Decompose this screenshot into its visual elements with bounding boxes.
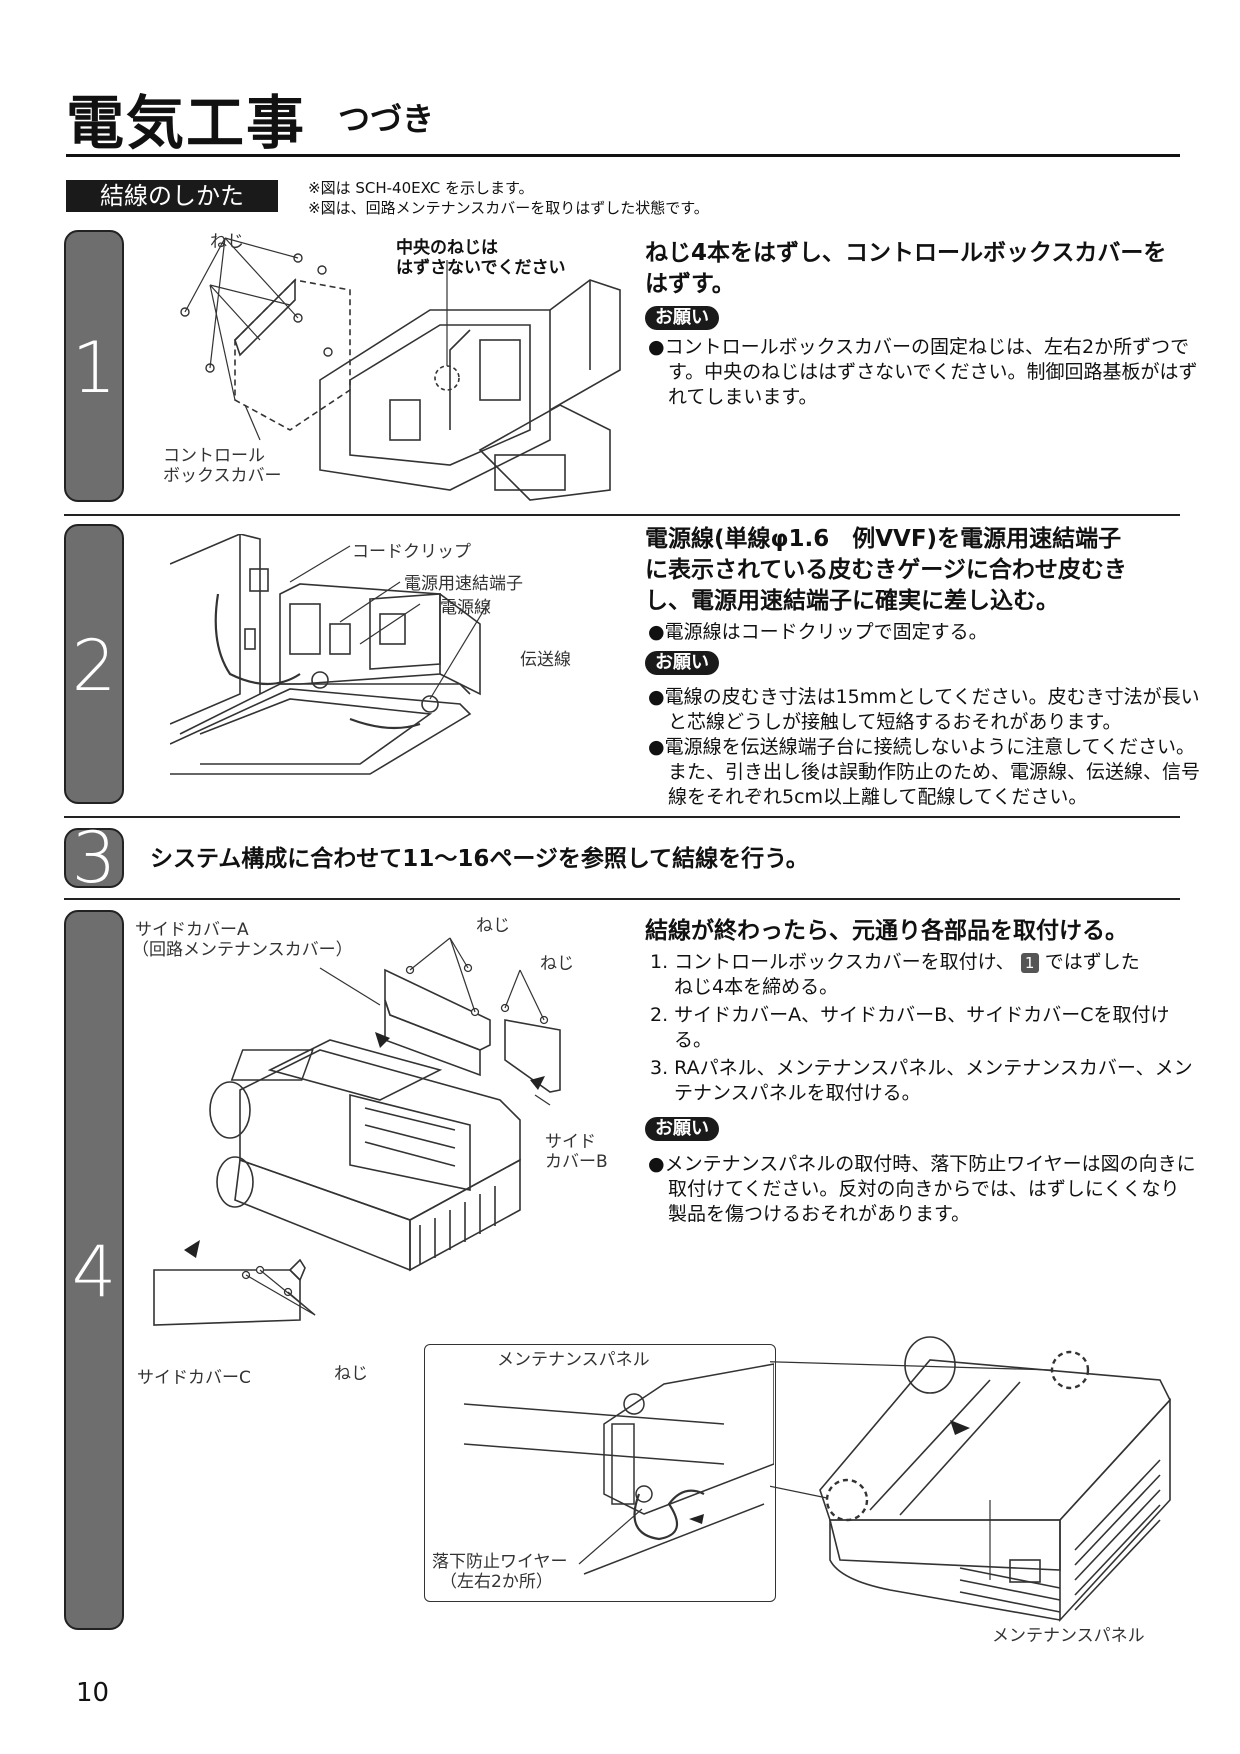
step-2-request-badge: お願い xyxy=(645,651,719,675)
step-2-terminal-label: 電源用速結端子 xyxy=(404,574,523,594)
step-1-cover-label-2: ボックスカバー xyxy=(163,466,282,486)
step-2-heading-2: に表示されている皮むきゲージに合わせ皮むき xyxy=(645,557,1127,583)
step-2-heading-1: 電源線(単線φ1.6 例VVF)を電源用速結端子 xyxy=(645,526,1122,552)
step-3-instruction: システム構成に合わせて11〜16ページを参照して結線を行う。 xyxy=(150,846,809,872)
step-4-assembly-diagram xyxy=(153,937,561,1326)
step-2-bullet-1: ●電線の皮むき寸法は15mmとしてください。皮むき寸法が長いと芯線どうしが接触し… xyxy=(648,686,1200,733)
step-1-request-badge: お願い xyxy=(645,306,719,330)
step-4-screw-label-1: ねじ xyxy=(476,916,510,936)
step-4-item-1-cont: ねじ4本を締める。 xyxy=(674,976,839,998)
step-4-item-1-text-a: 1. コントロールボックスカバーを取付け、 xyxy=(650,951,1015,973)
step-2-heading-3: し、電源用速結端子に確実に差し込む。 xyxy=(645,588,1059,614)
step-1-heading-2: はずす。 xyxy=(645,271,735,297)
step-1-center-note-2: はずさないでください xyxy=(396,258,566,278)
page-number: 10 xyxy=(76,1678,110,1708)
step-1-reference-icon: 1 xyxy=(1020,952,1039,973)
step-4-screw-label-2: ねじ xyxy=(540,954,574,974)
step-2-sub-note: ●電源線はコードクリップで固定する。 xyxy=(648,621,988,643)
maintenance-panel-diagram xyxy=(770,1336,1171,1623)
step-4-tab: 4 xyxy=(64,910,124,1630)
step-1-center-note-1: 中央のねじは xyxy=(396,238,498,258)
page-title: 電気工事 xyxy=(66,89,307,157)
step-3-divider xyxy=(64,898,1180,900)
step-2-cord-clip-label: コードクリップ xyxy=(352,542,471,562)
step-2-power-line-label: 電源線 xyxy=(440,598,491,618)
wire-detail-diagram xyxy=(463,1363,774,1575)
step-4-item-2: 2. サイドカバーA、サイドカバーB、サイドカバーCを取付ける。 xyxy=(650,1004,1170,1051)
step-4-heading: 結線が終わったら、元通り各部品を取付ける。 xyxy=(645,918,1128,944)
side-cover-b-label-2: カバーB xyxy=(545,1152,608,1172)
step-4-item-1-text-b: ではずした xyxy=(1044,951,1140,973)
step-2-signal-line-label: 伝送線 xyxy=(520,650,571,670)
step-1-divider xyxy=(64,514,1180,516)
inset-wire-label-2: （左右2か所） xyxy=(440,1572,553,1592)
step-1-cover-label-1: コントロール xyxy=(163,446,265,466)
step-3-tab: 3 xyxy=(64,823,124,893)
step-4-bullet-1: ●メンテナンスパネルの取付時、落下防止ワイヤーは図の向きに取付けてください。反対… xyxy=(648,1153,1196,1225)
step-1-diagram xyxy=(180,237,621,501)
step-2-bullet-2: ●電源線を伝送線端子台に接続しないように注意してください。また、引き出し後は誤動… xyxy=(648,736,1201,808)
side-cover-c-label: サイドカバーC xyxy=(137,1368,251,1388)
step-1-bullet-1: ●コントロールボックスカバーの固定ねじは、左右2か所ずつです。中央のねじははずさ… xyxy=(648,336,1198,408)
inset-panel-label: メンテナンスパネル xyxy=(497,1350,650,1370)
side-cover-a-sublabel: （回路メンテナンスカバー） xyxy=(132,940,353,960)
side-cover-b-label-1: サイド xyxy=(545,1132,596,1152)
step-1-heading-1: ねじ4本をはずし、コントロールボックスカバーを xyxy=(645,240,1167,266)
side-cover-a-label: サイドカバーA xyxy=(135,920,249,940)
step-1-screws-label: ねじ xyxy=(210,232,244,252)
wire-detail-inset xyxy=(424,1344,776,1602)
section-note-1: ※図は SCH-40EXC を示します。 xyxy=(308,179,534,197)
step-4-request-badge: お願い xyxy=(645,1117,719,1141)
step-2-divider xyxy=(64,816,1180,818)
inset-wire-label-1: 落下防止ワイヤー xyxy=(432,1552,568,1572)
section-note-2: ※図は、回路メンテナンスカバーを取りはずした状態です。 xyxy=(308,199,709,217)
title-rule xyxy=(66,154,1180,157)
maintenance-panel-label: メンテナンスパネル xyxy=(992,1626,1145,1646)
page-subtitle: つづき xyxy=(338,100,435,138)
step-2-tab: 2 xyxy=(64,524,124,804)
step-4-screw-label-3: ねじ xyxy=(334,1364,368,1384)
section-label: 結線のしかた xyxy=(66,180,278,212)
step-2-diagram xyxy=(170,534,491,775)
step-4-item-1: 1. コントロールボックスカバーを取付け、 1 ではずした xyxy=(650,950,1140,975)
step-1-tab: 1 xyxy=(64,230,124,502)
step-4-item-3: 3. RAパネル、メンテナンスパネル、メンテナンスカバー、メンテナンスパネルを取… xyxy=(650,1057,1193,1104)
